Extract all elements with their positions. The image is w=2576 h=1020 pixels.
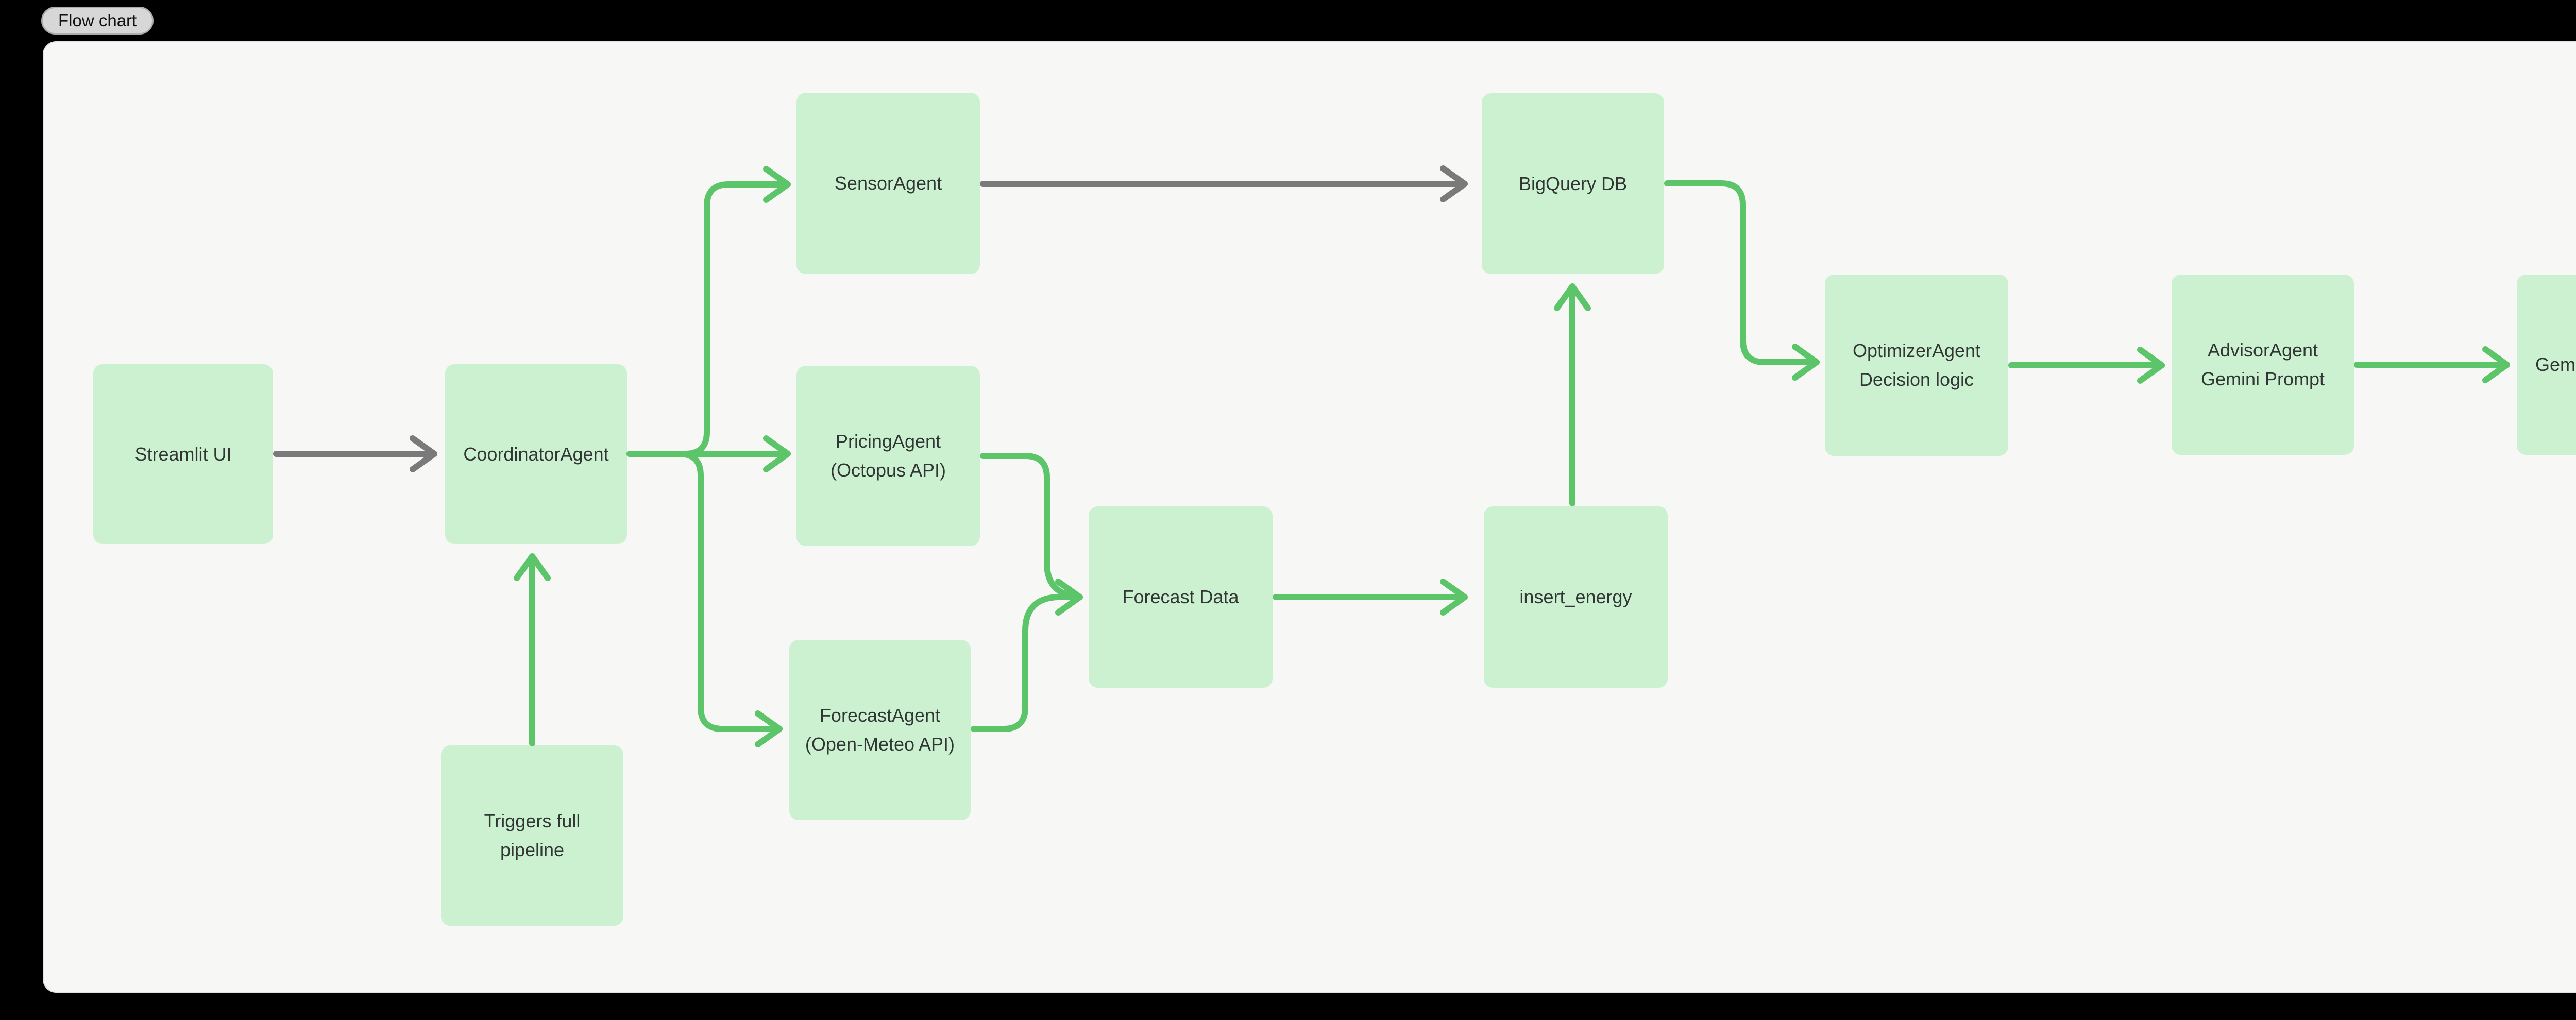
node-insert-energy[interactable]: insert_energy bbox=[1484, 506, 1668, 688]
node-label-line: OptimizerAgent bbox=[1852, 340, 1981, 362]
node-label-line: BigQuery DB bbox=[1518, 173, 1628, 194]
node-label-line: Decision logic bbox=[1859, 369, 1974, 390]
node-label-line: Streamlit UI bbox=[134, 443, 232, 465]
node-triggers-full-pipeline[interactable]: Triggers full pipeline bbox=[441, 745, 623, 926]
node-gemini-llm[interactable]: Gemini LLM (API) bbox=[2517, 275, 2576, 455]
diagram-canvas bbox=[43, 41, 2576, 993]
node-bigquery-db[interactable]: BigQuery DB bbox=[1482, 93, 1664, 274]
node-label-line: CoordinatorAgent bbox=[463, 443, 609, 465]
node-label-line: (Octopus API) bbox=[830, 460, 946, 481]
node-label-line: Gemini Prompt bbox=[2200, 368, 2325, 389]
node-label-line: Gemini LLM (API) bbox=[2535, 354, 2576, 376]
node-label-line: Triggers full bbox=[484, 810, 581, 832]
node-label-line: insert_energy bbox=[1519, 586, 1632, 608]
node-streamlit-ui[interactable]: Streamlit UI bbox=[93, 364, 273, 544]
node-label-line: (Open-Meteo API) bbox=[805, 734, 955, 755]
node-forecast-agent[interactable]: ForecastAgent (Open-Meteo API) bbox=[789, 640, 971, 820]
node-label-line: Forecast Data bbox=[1122, 586, 1239, 608]
node-label-line: AdvisorAgent bbox=[2207, 339, 2318, 361]
node-forecast-data[interactable]: Forecast Data bbox=[1089, 506, 1273, 688]
node-label-line: SensorAgent bbox=[834, 173, 942, 194]
node-label-line: pipeline bbox=[500, 839, 565, 860]
flow-chart-title-chip[interactable]: Flow chart bbox=[41, 7, 154, 35]
node-label-line: ForecastAgent bbox=[819, 705, 941, 726]
node-pricing-agent[interactable]: PricingAgent (Octopus API) bbox=[796, 366, 980, 546]
node-sensor-agent[interactable]: SensorAgent bbox=[796, 93, 980, 274]
node-label-line: PricingAgent bbox=[835, 431, 941, 452]
node-coordinator-agent[interactable]: CoordinatorAgent bbox=[445, 364, 627, 544]
